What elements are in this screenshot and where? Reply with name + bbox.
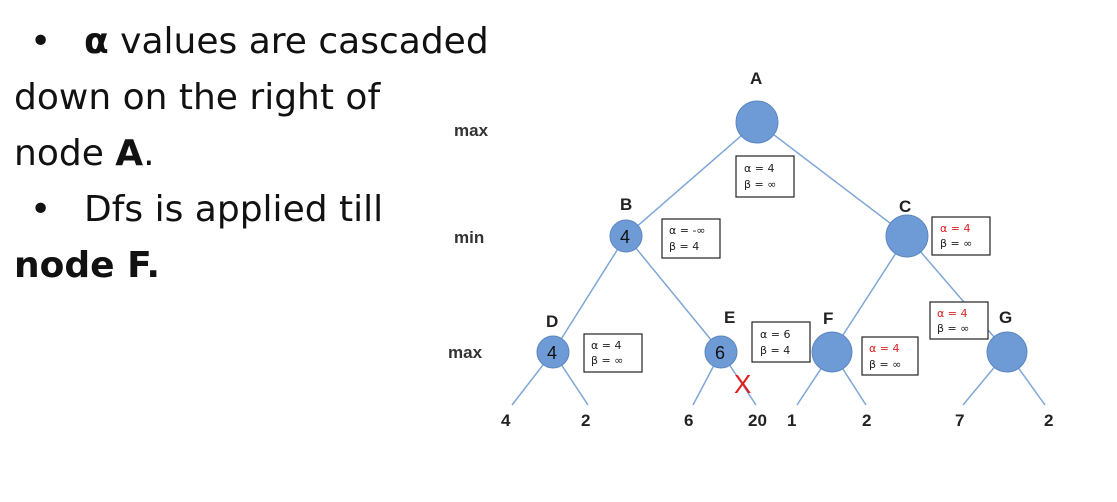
alpha-symbol: α xyxy=(84,21,109,62)
edge-b-e xyxy=(625,235,722,353)
node-d-value: 4 xyxy=(547,343,557,363)
leaf-value: 2 xyxy=(581,411,590,430)
bullet-2: • Dfs is applied till xyxy=(14,182,494,238)
node-g-label: G xyxy=(999,308,1012,327)
bullet-1-text: values are cascaded xyxy=(108,21,489,62)
bullet-2-line-2: node F. xyxy=(14,245,161,286)
node-d xyxy=(536,335,570,369)
node-b-label: B xyxy=(620,195,632,214)
node-c-label: C xyxy=(899,197,911,216)
alpha-beta-box-e xyxy=(751,321,811,363)
node-b xyxy=(609,219,643,253)
edge-a-c xyxy=(756,121,908,237)
node-e-value: 6 xyxy=(715,343,725,363)
edge-b-d xyxy=(552,235,627,353)
alpha-beta-box-a xyxy=(735,155,795,198)
node-a xyxy=(735,100,779,144)
alpha-beta-box-c xyxy=(931,216,991,256)
leaf-value: 1 xyxy=(787,411,796,430)
alpha-beta-box-d xyxy=(583,333,643,373)
bullet-1: • α values are cascaded xyxy=(14,14,494,70)
edge-c-f xyxy=(831,235,908,353)
box-f-beta: β = ∞ xyxy=(869,358,901,371)
box-g-alpha: α = 4 xyxy=(937,307,967,320)
bullet-text: • α values are cascaded down on the righ… xyxy=(14,14,494,294)
line-3-suffix: . xyxy=(143,133,155,174)
node-e-label: E xyxy=(724,308,735,327)
edge-c-g xyxy=(906,235,1008,353)
box-c-beta: β = ∞ xyxy=(940,237,972,250)
node-f xyxy=(811,331,853,373)
alpha-beta-box-b xyxy=(661,218,721,259)
box-e-alpha: α = 6 xyxy=(760,328,790,341)
box-d-alpha: α = 4 xyxy=(591,339,621,352)
leaf-value: 20 xyxy=(748,411,767,430)
box-a-beta: β = ∞ xyxy=(744,178,776,191)
alpha-beta-box-f xyxy=(861,336,919,376)
box-b-beta: β = 4 xyxy=(669,240,699,253)
node-d-label: D xyxy=(546,312,558,331)
leaf-value: 7 xyxy=(955,411,964,430)
bullet-dot: • xyxy=(30,189,52,230)
box-d-beta: β = ∞ xyxy=(591,354,623,367)
leaf-value: 2 xyxy=(862,411,871,430)
prune-mark: X xyxy=(734,369,751,399)
node-a-ref: A xyxy=(115,133,144,174)
line-3-prefix: node xyxy=(14,133,116,174)
bullet-1-line-2: down on the right of xyxy=(14,77,381,118)
leaf-value: 6 xyxy=(684,411,693,430)
bullet-2-text: Dfs is applied till xyxy=(84,189,384,230)
node-f-label: F xyxy=(823,309,833,328)
box-f-alpha: α = 4 xyxy=(869,342,899,355)
level-label-max-bottom: max xyxy=(448,343,483,362)
box-b-alpha: α = -∞ xyxy=(669,224,706,237)
edge-a-b xyxy=(625,121,758,237)
bullet-1-line-3: node A. xyxy=(14,126,494,182)
box-c-alpha: α = 4 xyxy=(940,222,970,235)
level-label-max-top: max xyxy=(454,121,489,140)
node-g xyxy=(986,331,1028,373)
leaf-value: 2 xyxy=(1044,411,1053,430)
bullet-dot: • xyxy=(30,21,52,62)
node-b-value: 4 xyxy=(620,227,630,247)
node-c xyxy=(885,214,929,258)
alpha-beta-box-g xyxy=(929,301,989,340)
box-g-beta: β = ∞ xyxy=(937,322,969,335)
level-label-min: min xyxy=(454,228,484,247)
box-a-alpha: α = 4 xyxy=(744,162,774,175)
node-e xyxy=(704,335,738,369)
leaf-value: 4 xyxy=(501,411,511,430)
box-e-beta: β = 4 xyxy=(760,344,790,357)
node-a-label: A xyxy=(750,69,762,88)
